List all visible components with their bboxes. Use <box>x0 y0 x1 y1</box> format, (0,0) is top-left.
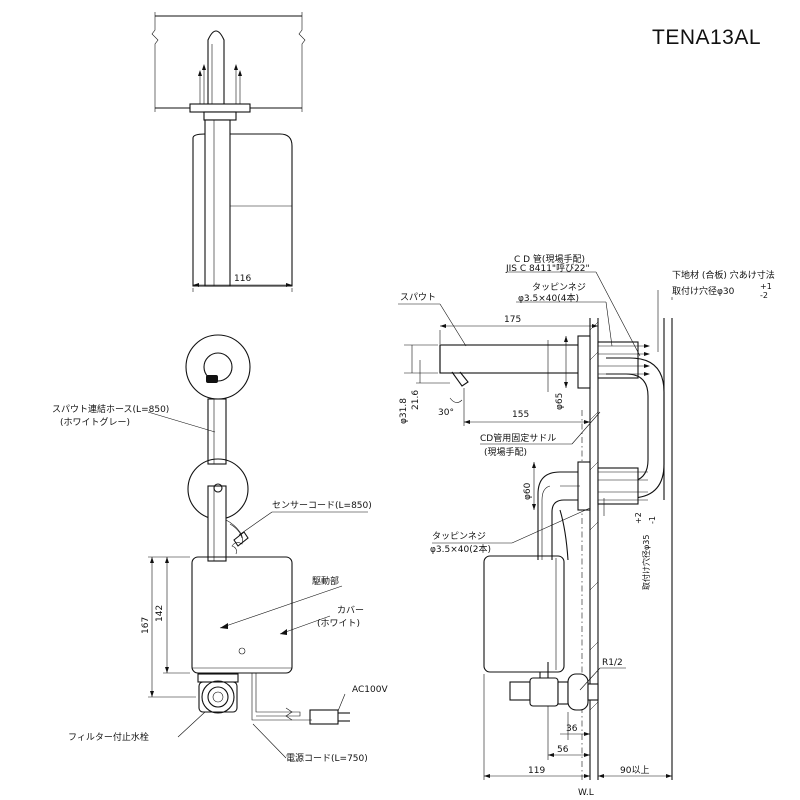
label-tapping-screw-4: タッピンネジ <box>532 282 586 293</box>
dim-wall-hole-tol-plus: +2 <box>634 512 643 524</box>
label-tapping-screw-4-size: φ3.5×40(4本) <box>518 292 579 304</box>
label-cd-pipe-std: JIS C 8411"呼び22" <box>505 263 590 274</box>
label-cd-pipe: C D 管(現場手配) <box>514 253 585 265</box>
label-cd-saddle-note: (現場手配) <box>484 446 527 458</box>
label-filter-valve: フィルター付止水栓 <box>68 731 149 743</box>
dim-pipe-thread: R1/2 <box>602 658 623 668</box>
dim-saddle-dia: φ60 <box>523 482 533 500</box>
label-tapping-screw-2-size: φ3.5×40(2本) <box>430 543 491 555</box>
dim-wall-hole: 取付け穴径φ35 <box>641 535 651 590</box>
dim-valve-56: 56 <box>557 745 569 755</box>
label-mount-hole: 取付け穴径φ30 <box>672 285 735 297</box>
dim-cover-outer: 167 <box>141 617 151 634</box>
label-spout-hose-color: (ホワイトグレー) <box>60 416 130 428</box>
dim-flange-dia: φ65 <box>555 393 565 410</box>
dim-top-width: 116 <box>234 274 251 284</box>
dim-body-119: 119 <box>528 766 545 776</box>
model-title: TENA13AL <box>652 26 761 49</box>
dim-spout-angle: 30° <box>438 408 454 418</box>
label-cover: カバー <box>337 605 364 616</box>
label-drive-unit: 駆動部 <box>312 575 339 587</box>
label-power-cord: 電源コード(L=750) <box>286 753 368 764</box>
label-cover-color: (ホワイト) <box>317 618 360 629</box>
label-wl: W.L <box>578 788 594 798</box>
label-ac100v-text: AC100V <box>352 685 388 695</box>
dim-valve-36: 36 <box>566 724 578 734</box>
front-view: 167 142 スパウト連結ホース(L=850) (ホワイトグレー) センサーコ… <box>52 334 388 764</box>
label-mount-hole-tol-plus: +1 <box>760 282 772 291</box>
side-section: 175 155 φ31.8 21.6 30° φ65 φ60 取付け穴径φ35 … <box>398 253 775 798</box>
dim-wall-90: 90以上 <box>620 765 649 776</box>
label-cd-saddle: CD管用固定サドル <box>480 432 556 444</box>
label-tapping-screw-2: タッピンネジ <box>432 531 486 542</box>
label-sensor-cord: センサーコード(L=850) <box>272 500 372 511</box>
top-view: 116 <box>151 12 306 292</box>
label-ground-material: 下地材 (合板) 穴あけ寸法 <box>672 269 775 281</box>
dim-wall-hole-tol-minus: -1 <box>648 516 657 524</box>
label-spout: スパウト <box>400 292 436 303</box>
dim-spout-reach: 155 <box>512 410 529 420</box>
dim-cover-inner: 142 <box>155 605 165 622</box>
dim-spout-length: 175 <box>504 315 521 325</box>
label-mount-hole-tol-minus: -2 <box>760 291 768 300</box>
dim-spout-offset: 21.6 <box>411 390 421 410</box>
label-spout-hose: スパウト連結ホース(L=850) <box>52 403 169 415</box>
dim-spout-dia: φ31.8 <box>399 398 409 424</box>
